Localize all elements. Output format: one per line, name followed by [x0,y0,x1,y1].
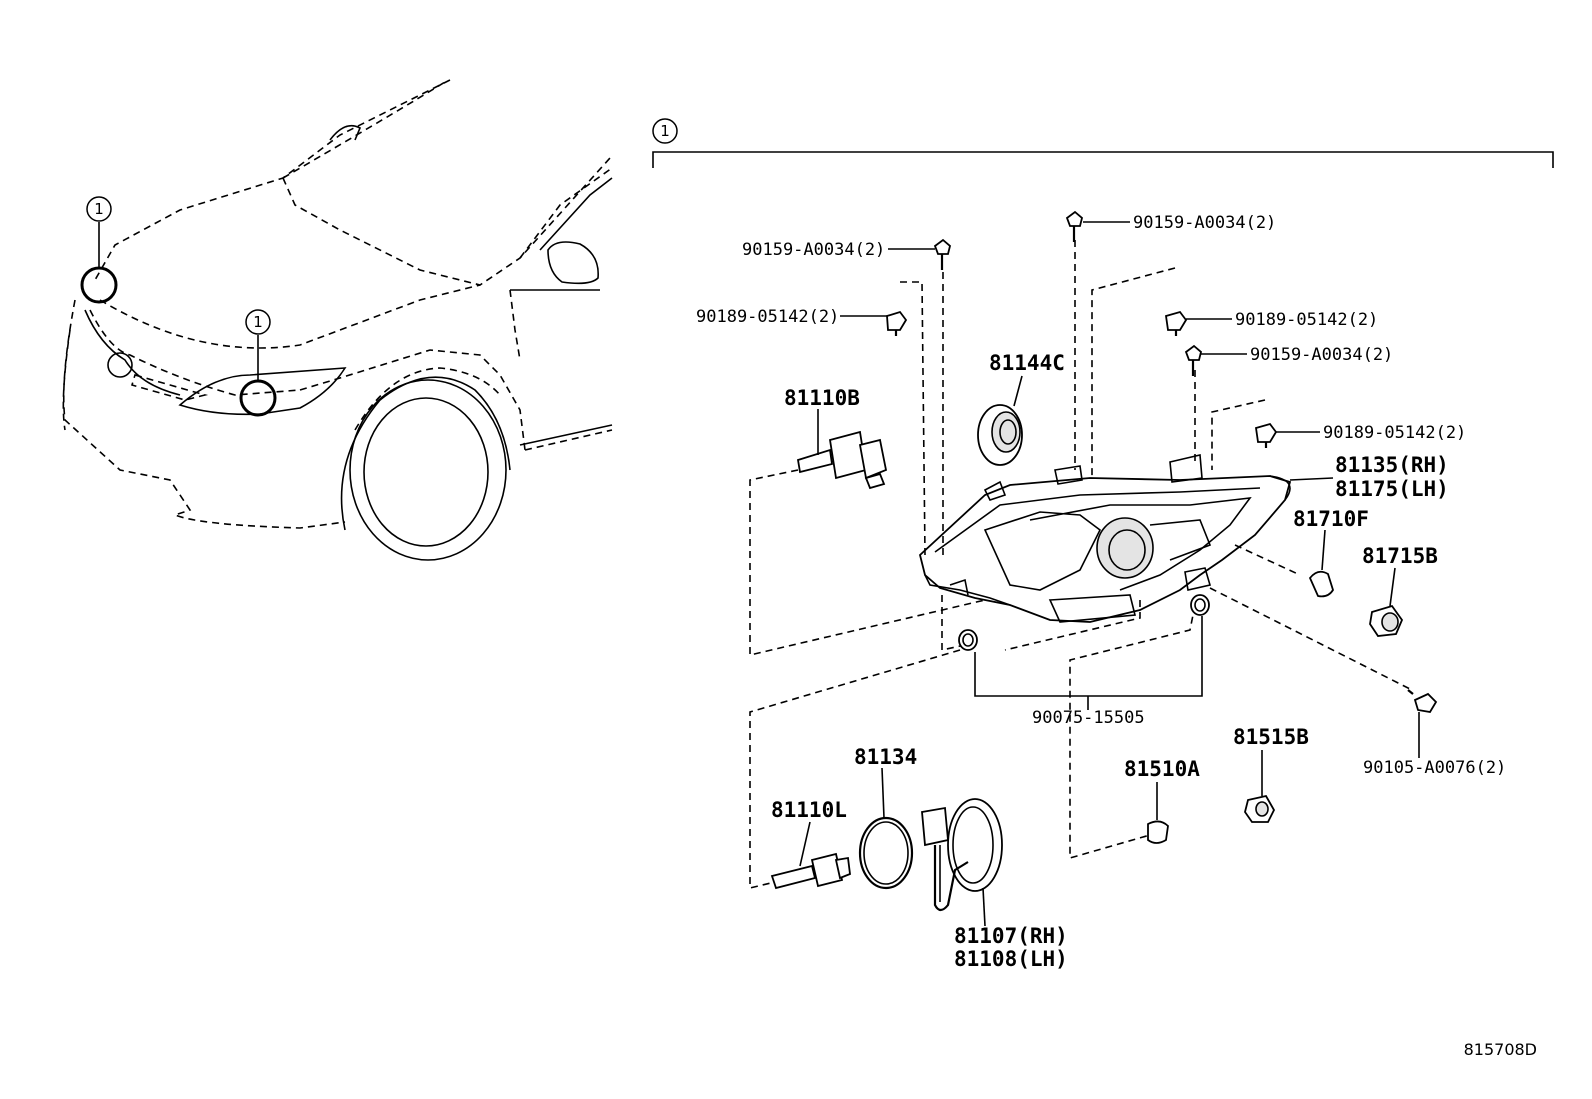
part-label-81135-rh: 81135(RH) [1335,453,1449,477]
part-label-90189-05142: 90189-05142(2) [1235,310,1378,330]
part-label-90075-15505: 90075-15505 [1032,708,1145,728]
diagram-id: 815708D [1464,1040,1537,1059]
cap-81144c-icon [977,404,1023,466]
socket-81515b-icon [1244,794,1276,823]
socket-81715b-icon [1369,604,1404,637]
bolt-icon [1184,344,1203,376]
part-label-90105-a0076: 90105-A0076(2) [1363,758,1506,778]
assembly-bracket: 1 [652,118,1554,168]
clip-icon [1254,422,1278,448]
part-label-81134: 81134 [854,745,917,769]
bolt-icon [1065,210,1084,242]
grommet-icon [1190,594,1210,616]
ring-81134-icon [858,816,914,890]
part-label-90159-a0034: 90159-A0034(2) [1250,345,1393,365]
part-label-81144c: 81144C [989,351,1065,375]
part-label-81715b: 81715B [1362,544,1438,568]
leader-lines [799,221,1420,927]
callout-bubble [86,196,112,222]
callout-number: 1 [94,200,104,218]
part-label-81110b: 81110B [784,386,860,410]
headlamp-unit [918,454,1292,623]
part-label-81110l: 81110L [771,798,847,822]
ballast-icon [921,798,1003,912]
part-label-90189-05142: 90189-05142(2) [696,307,839,327]
part-label-81175-lh: 81175(LH) [1335,477,1449,501]
clip-icon [1164,310,1188,336]
part-label-81108-lh: 81108(LH) [954,947,1068,971]
callout-number: 1 [660,122,670,140]
part-label-81510a: 81510A [1124,757,1200,781]
car-front-overview: 1 1 [62,79,613,561]
bulb-81710f-icon [1308,570,1334,598]
part-label-81710f: 81710F [1293,507,1369,531]
bulb-81110l-icon [770,852,851,890]
callout-bubble [652,118,678,144]
highlight-ring-right [239,379,277,417]
part-label-90159-a0034: 90159-A0034(2) [1133,213,1276,233]
bulb-81110b-icon [796,430,888,490]
clip-icon [886,310,908,336]
callout-number: 1 [253,313,263,331]
screw-icon [1407,689,1438,713]
guide-lines [749,240,1413,890]
part-label-81107-rh: 81107(RH) [954,924,1068,948]
part-label-81515b: 81515B [1233,725,1309,749]
part-label-90159-a0034: 90159-A0034(2) [742,240,885,260]
socket-81510a-icon [1147,820,1169,844]
callout-bubble [245,309,271,335]
part-label-90189-05142: 90189-05142(2) [1323,423,1466,443]
bolt-icon [933,238,952,270]
grommet-icon [958,629,978,651]
